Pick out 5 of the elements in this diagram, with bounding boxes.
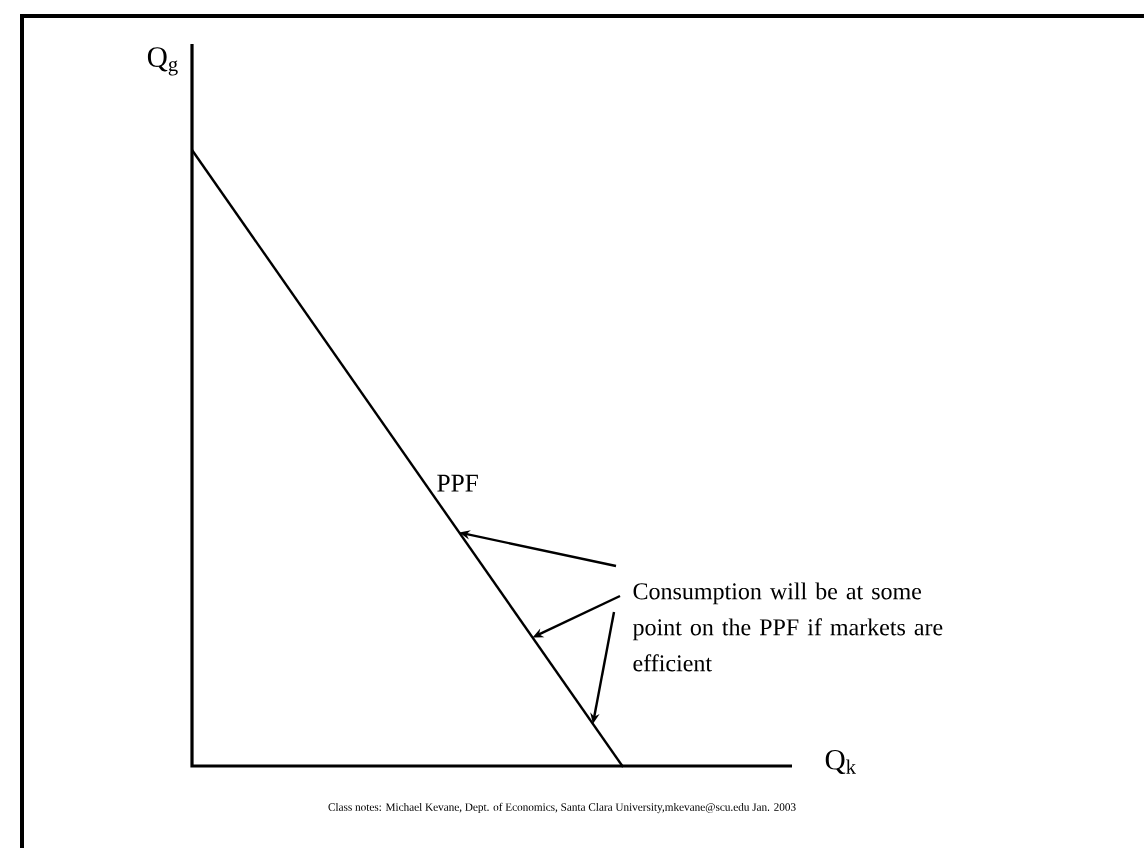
axis-label: Q$_{g}$ — [147, 47, 178, 76]
note-text: Consumption will be at some point on the PPF if markets are efficient — [632, 582, 943, 672]
ppf-line — [191, 149, 625, 768]
axis-label: Q$_{k}$ — [825, 749, 856, 775]
curve-label: PPF — [437, 474, 478, 492]
